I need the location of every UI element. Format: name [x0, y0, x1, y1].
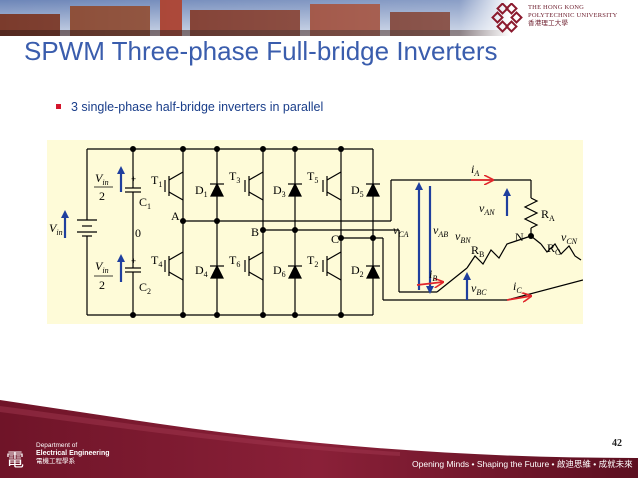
- label-t2: T2: [307, 253, 318, 269]
- slogan: Opening Minds • Shaping the Future • 啟迪思…: [412, 459, 633, 469]
- bullet-text: 3 single-phase half-bridge inverters in …: [71, 100, 324, 114]
- label-t5: T5: [307, 169, 318, 185]
- label-d5: D5: [351, 183, 364, 199]
- label-vcn: vCN: [561, 230, 578, 246]
- slide-title: SPWM Three-phase Full-bridge Inverters: [24, 36, 498, 66]
- label-vin-half-top-den: 2: [99, 189, 105, 203]
- label-d4: D4: [195, 263, 208, 279]
- label-vin-half-bot: Vin: [95, 259, 109, 275]
- inverter-circuit-diagram: Vin Vin 2 Vin 2 + + C1 C2 0 T1 T3 T5 T4 …: [47, 140, 583, 324]
- label-t6: T6: [229, 253, 240, 269]
- department-line1: Department of: [36, 442, 78, 449]
- label-node-n: N: [515, 230, 524, 244]
- label-node-a: A: [171, 209, 180, 223]
- label-t1: T1: [151, 173, 162, 189]
- label-rc: RC: [547, 241, 560, 257]
- page-number: 42: [612, 438, 622, 449]
- label-vbn: vBN: [455, 229, 471, 245]
- label-plus-top: +: [131, 174, 136, 184]
- bullet-item: 3 single-phase half-bridge inverters in …: [56, 100, 323, 114]
- label-vbc: vBC: [471, 281, 487, 297]
- label-d1: D1: [195, 183, 208, 199]
- ic-arrow-icon: [506, 296, 531, 300]
- university-name-chinese: 香港理工大學: [528, 20, 569, 27]
- university-name: THE HONG KONG POLYTECHNIC UNIVERSITY 香港理…: [528, 4, 636, 28]
- circuit-background: [47, 140, 583, 324]
- label-node-b: B: [251, 225, 259, 239]
- label-d6: D6: [273, 263, 286, 279]
- label-c2: C2: [139, 280, 151, 296]
- university-name-line1: THE HONG KONG: [528, 4, 585, 11]
- label-ia: iA: [471, 162, 479, 178]
- label-vab: vAB: [433, 223, 448, 239]
- label-d2: D2: [351, 263, 364, 279]
- department-name: Department of Electrical Engineering 電機工…: [36, 442, 110, 466]
- label-rb: RB: [471, 243, 484, 259]
- ib-arrow-icon: [416, 282, 443, 285]
- label-vca: vCA: [393, 223, 409, 239]
- label-vin-half-bot-den: 2: [99, 278, 105, 292]
- label-d3: D3: [273, 183, 286, 199]
- university-logo-icon: [491, 3, 523, 33]
- department-chinese: 電機工程學系: [36, 458, 75, 465]
- footer-banner: [0, 400, 638, 478]
- label-ra: RA: [541, 207, 555, 223]
- department-line2: Electrical Engineering: [36, 450, 110, 457]
- label-ic: iC: [513, 279, 522, 295]
- label-midpoint: 0: [135, 226, 141, 240]
- label-vin-half-top: Vin: [95, 171, 109, 187]
- label-node-c: C: [331, 232, 339, 246]
- university-name-line2: POLYTECHNIC UNIVERSITY: [528, 12, 618, 19]
- label-t3: T3: [229, 169, 240, 185]
- label-c1: C1: [139, 195, 151, 211]
- label-t4: T4: [151, 253, 162, 269]
- label-van: vAN: [479, 201, 495, 217]
- label-ib: iB: [429, 267, 437, 283]
- bullet-marker-icon: [56, 104, 61, 110]
- header-banner: [0, 0, 638, 36]
- label-vin: Vin: [49, 221, 63, 237]
- label-plus-bot: +: [131, 256, 136, 266]
- department-logo-icon: 電: [6, 450, 24, 471]
